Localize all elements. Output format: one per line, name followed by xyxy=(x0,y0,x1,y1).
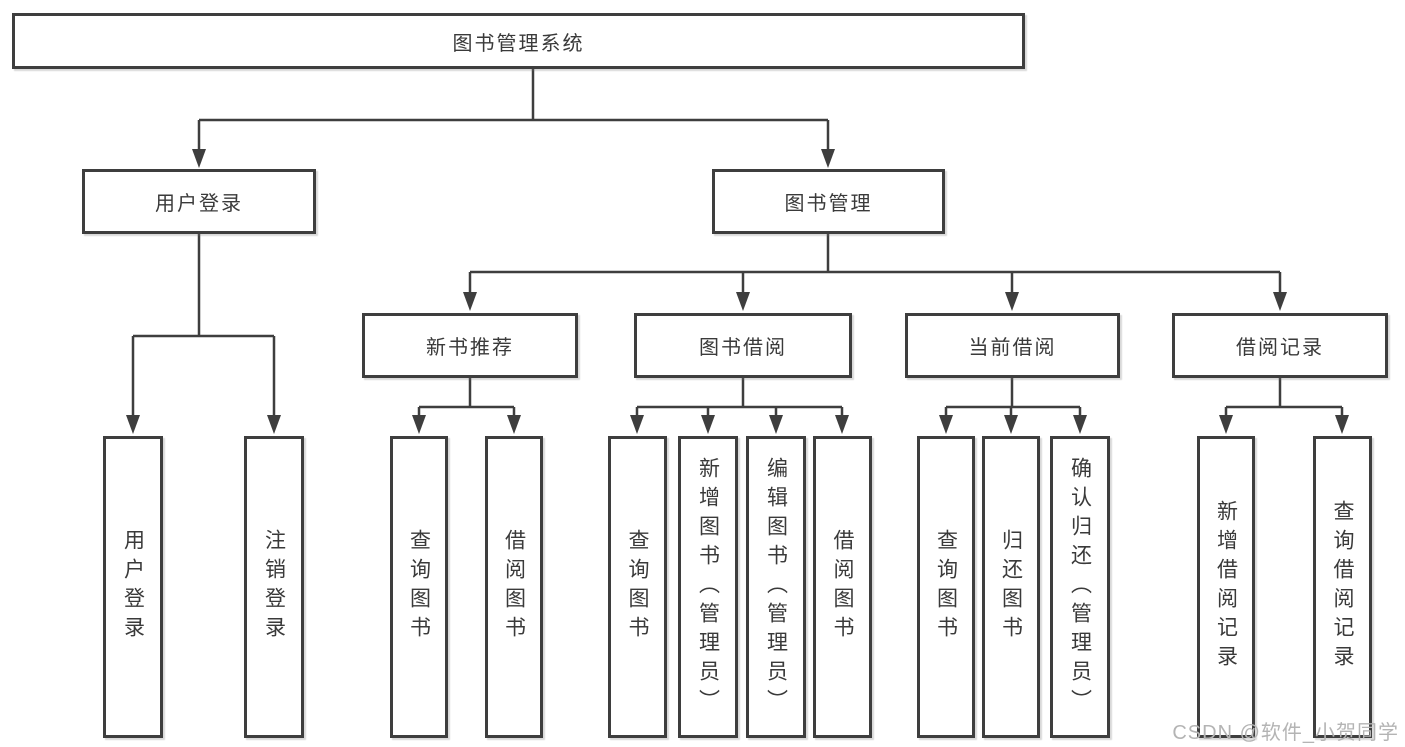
node-user-login: 用户登录 xyxy=(103,436,163,738)
node-root-label: 图书管理系统 xyxy=(452,32,585,55)
node-add-borrow-record-label: 新增借阅记录 xyxy=(1214,500,1238,674)
node-return-book-label: 归还图书 xyxy=(999,529,1023,645)
node-edit-book-admin: 编辑图书（管理员） xyxy=(746,436,806,738)
node-current-borrow: 当前借阅 xyxy=(905,313,1120,378)
node-query-borrow-record: 查询借阅记录 xyxy=(1313,436,1372,738)
node-new-book-recommend: 新书推荐 xyxy=(362,313,578,378)
node-borrow-books-label: 借阅图书 xyxy=(831,529,854,645)
node-borrow-records: 借阅记录 xyxy=(1172,313,1388,378)
node-add-borrow-record: 新增借阅记录 xyxy=(1197,436,1255,738)
node-book-management: 图书管理 xyxy=(712,169,945,234)
node-user-login-group-label: 用户登录 xyxy=(155,193,243,215)
node-edit-book-admin-label: 编辑图书（管理员） xyxy=(764,456,788,718)
node-borrow-books-recommend: 借阅图书 xyxy=(485,436,543,738)
node-query-books-recommend: 查询图书 xyxy=(390,436,448,738)
node-query-borrow-record-label: 查询借阅记录 xyxy=(1331,500,1354,674)
node-borrow-records-label: 借阅记录 xyxy=(1236,337,1324,359)
node-book-borrow: 图书借阅 xyxy=(634,313,852,378)
node-logout: 注销登录 xyxy=(244,436,304,738)
node-current-borrow-label: 当前借阅 xyxy=(968,337,1057,359)
node-add-book-admin: 新增图书（管理员） xyxy=(678,436,738,738)
node-logout-label: 注销登录 xyxy=(262,529,286,645)
node-user-login-label: 用户登录 xyxy=(121,529,145,645)
node-query-books-borrow-label: 查询图书 xyxy=(626,529,649,645)
node-add-book-admin-label: 新增图书（管理员） xyxy=(696,456,720,718)
node-borrow-books-recommend-label: 借阅图书 xyxy=(502,529,526,645)
arrowhead-icons xyxy=(126,149,1349,434)
node-borrow-books: 借阅图书 xyxy=(813,436,872,738)
node-query-books-current: 查询图书 xyxy=(917,436,975,738)
node-query-books-recommend-label: 查询图书 xyxy=(407,529,431,645)
node-query-books-current-label: 查询图书 xyxy=(934,529,958,645)
node-confirm-return-admin-label: 确认归还（管理员） xyxy=(1068,456,1092,718)
node-user-login-group: 用户登录 xyxy=(82,169,316,234)
node-return-book: 归还图书 xyxy=(982,436,1040,738)
node-book-management-label: 图书管理 xyxy=(784,193,873,215)
csdn-watermark: CSDN @软件_小贺同学 xyxy=(1172,722,1399,744)
node-query-books-borrow: 查询图书 xyxy=(608,436,667,738)
node-book-borrow-label: 图书借阅 xyxy=(699,337,787,359)
node-confirm-return-admin: 确认归还（管理员） xyxy=(1050,436,1110,738)
node-new-book-recommend-label: 新书推荐 xyxy=(426,337,514,359)
node-root: 图书管理系统 xyxy=(12,13,1025,69)
